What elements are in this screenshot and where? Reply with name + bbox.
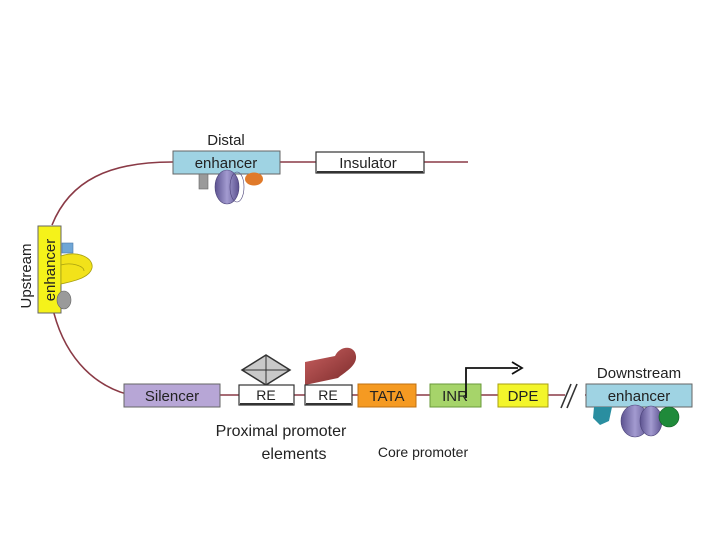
tata-box-rect: [357, 383, 417, 408]
distal-factor-orange: [245, 172, 263, 186]
insulator: Insulator: [315, 151, 425, 174]
upstream-factor-gray: [56, 290, 72, 310]
inr-label: INR: [442, 388, 468, 405]
dna-strand: [51, 161, 600, 396]
proximal-promoter-caption-line1: Proximal promoter: [216, 423, 347, 440]
silencer-box: [123, 383, 221, 408]
inr-box: [429, 383, 482, 408]
upstream-factor-yellow: [60, 253, 93, 285]
dpe-box: [497, 383, 549, 408]
upstream-enhancer-label-outer: Upstream: [18, 243, 35, 308]
distal-enhancer-box-label: enhancer: [195, 155, 258, 172]
re2-red-factor: [305, 347, 357, 385]
strand-break-mark: [560, 383, 578, 409]
inr-element: INR: [429, 361, 524, 408]
silencer: Silencer: [123, 383, 221, 408]
response-element-1: RE: [238, 354, 295, 406]
downstream-factor-teal: [593, 407, 612, 425]
response-element-2: RE: [304, 347, 357, 406]
distal-factor-gray: [198, 173, 209, 190]
distal-enhancer-label-top: Distal: [207, 132, 245, 149]
distal-enhancer: Distal enhancer: [172, 132, 281, 205]
distal-factor-purple: [214, 169, 240, 205]
upstream-enhancer: Upstream enhancer: [18, 225, 93, 314]
dpe-element: DPE: [497, 383, 549, 408]
downstream-factor-purple-2: [639, 405, 663, 437]
upstream-enhancer-box-label: enhancer: [42, 239, 59, 302]
tata-label: TATA: [370, 388, 405, 405]
transcription-start-arrow: [465, 367, 518, 398]
transcription-start-arrowhead: [511, 361, 524, 375]
downstream-enhancer-box-label: enhancer: [608, 388, 671, 405]
proximal-promoter-caption-line2: elements: [262, 446, 327, 463]
dpe-label: DPE: [508, 388, 539, 405]
insulator-label: Insulator: [339, 155, 397, 172]
re2-label: RE: [318, 387, 337, 403]
silencer-label: Silencer: [145, 388, 199, 405]
distal-factor-purple-2: [229, 171, 245, 203]
downstream-enhancer-label-top: Downstream: [597, 365, 681, 382]
tata-box: TATA: [357, 383, 417, 408]
re1-label: RE: [256, 387, 275, 403]
core-promoter-caption: Core promoter: [378, 444, 469, 460]
downstream-enhancer: Downstream enhancer: [585, 365, 693, 438]
downstream-factor-green: [658, 406, 680, 428]
upstream-factor-blue: [61, 242, 74, 254]
